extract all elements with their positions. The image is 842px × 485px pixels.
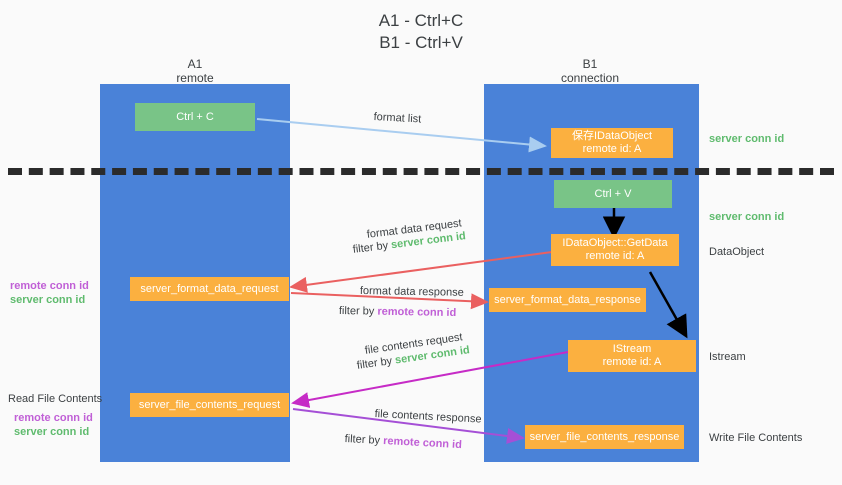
label-remote-conn-id-upper: remote conn id <box>10 280 89 292</box>
label-istream: Istream <box>709 351 746 363</box>
filter-prefix-2: filter by <box>338 304 378 318</box>
node-save-idataobject[interactable]: 保存IDataObject remote id: A <box>551 128 673 158</box>
label-read-file-contents: Read File Contents <box>8 393 103 405</box>
node-server-format-data-response[interactable]: server_format_data_response <box>489 288 646 312</box>
label-server-conn-id-top: server conn id <box>709 133 785 145</box>
page-title: A1 - Ctrl+C B1 - Ctrl+V <box>378 11 464 52</box>
edge-label-file-contents-response-filter: filter by remote conn id <box>344 432 462 453</box>
label-dataobject: DataObject <box>709 246 765 258</box>
column-header-a1: A1 remote <box>176 57 214 85</box>
edge-label-file-contents-response: file contents response <box>374 407 482 426</box>
separator-dashed-line <box>8 168 834 175</box>
label-server-conn-id-lower: server conn id <box>14 426 90 438</box>
filter-prefix-4: filter by <box>344 432 384 447</box>
node-idataobject-getdata[interactable]: IDataObject::GetData remote id: A <box>551 234 679 266</box>
edge-label-format-data-response: format data response <box>359 284 464 299</box>
filter-value-remote-conn-id-1: remote conn id <box>377 305 457 320</box>
label-server-conn-id-upper: server conn id <box>10 294 86 306</box>
node-istream[interactable]: IStream remote id: A <box>568 340 696 372</box>
label-remote-conn-id-lower: remote conn id <box>14 412 93 424</box>
node-ctrl-v[interactable]: Ctrl + V <box>554 180 672 208</box>
node-server-file-contents-response[interactable]: server_file_contents_response <box>525 425 684 449</box>
edge-label-format-list: format list <box>373 110 422 126</box>
filter-value-remote-conn-id-2: remote conn id <box>382 435 463 452</box>
column-header-b1: B1 connection <box>560 57 620 85</box>
filter-prefix-3: filter by <box>356 354 396 372</box>
node-ctrl-c[interactable]: Ctrl + C <box>135 103 255 131</box>
node-server-format-data-request[interactable]: server_format_data_request <box>130 277 289 301</box>
edge-label-format-data-response-filter: filter by remote conn id <box>339 304 457 321</box>
label-write-file-contents: Write File Contents <box>709 432 803 444</box>
filter-prefix-1: filter by <box>352 239 392 256</box>
node-server-file-contents-request[interactable]: server_file_contents_request <box>130 393 289 417</box>
label-server-conn-id-second: server conn id <box>709 211 785 223</box>
